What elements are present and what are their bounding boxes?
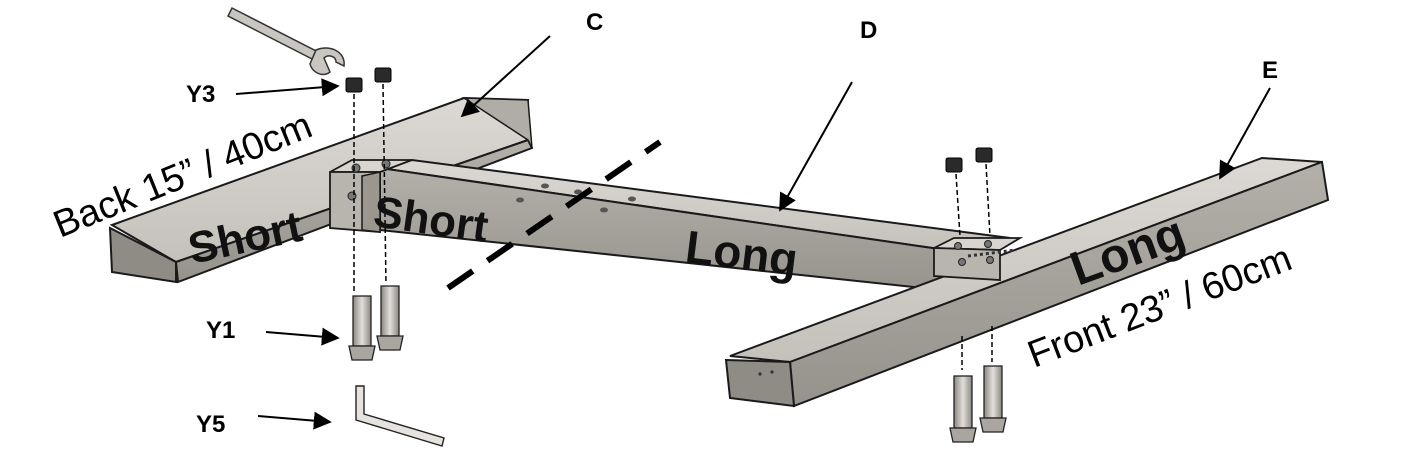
front-bracket <box>933 237 1024 281</box>
arrow-e <box>1219 87 1271 180</box>
front-long-beam <box>724 156 1330 408</box>
arrow-c <box>460 35 551 118</box>
allen-key-icon <box>355 385 445 447</box>
arrow-d <box>779 81 853 212</box>
label-e: E <box>1262 57 1278 84</box>
label-c: C <box>586 9 603 36</box>
arrow-y5 <box>257 411 332 430</box>
label-y5: Y5 <box>196 411 225 438</box>
label-y3: Y3 <box>186 81 215 108</box>
nuts-front <box>945 147 993 370</box>
arrow-y3 <box>235 78 340 97</box>
label-y1: Y1 <box>206 317 235 344</box>
label-d: D <box>860 17 877 44</box>
back-bracket <box>329 159 413 233</box>
cut-line <box>446 139 662 291</box>
nuts-back <box>345 67 392 294</box>
bolts-back <box>348 285 404 361</box>
wrench-icon <box>226 6 345 76</box>
bolts-front <box>949 365 1007 443</box>
arrow-y1 <box>265 327 340 346</box>
